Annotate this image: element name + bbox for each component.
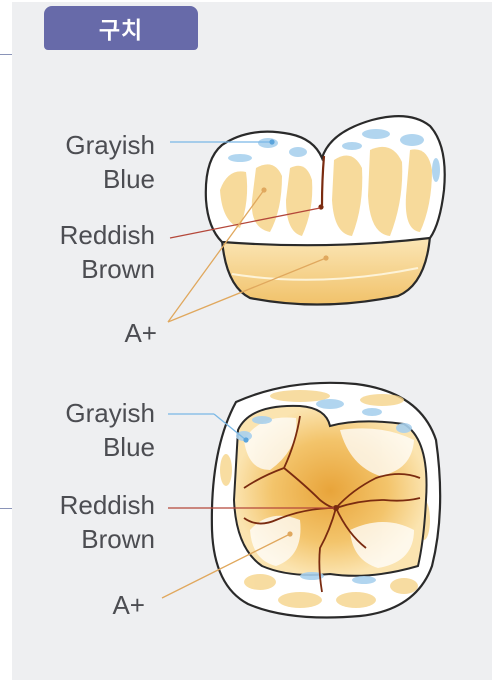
bottom-label-reddish: Reddish [60,488,155,522]
top-tooth [168,116,445,322]
bottom-tooth [162,383,440,618]
top-tooth-root [222,236,430,305]
top-label-brown: Brown [81,252,155,286]
top-label-reddish: Reddish [60,218,155,252]
bottom-label-a-plus: A+ [112,588,145,622]
top-label-grayish: Grayish [65,128,155,162]
bottom-label-brown: Brown [81,522,155,556]
bottom-label-blue: Blue [103,430,155,464]
bottom-label-grayish: Grayish [65,396,155,430]
top-label-blue: Blue [103,162,155,196]
top-label-a-plus: A+ [124,316,157,350]
